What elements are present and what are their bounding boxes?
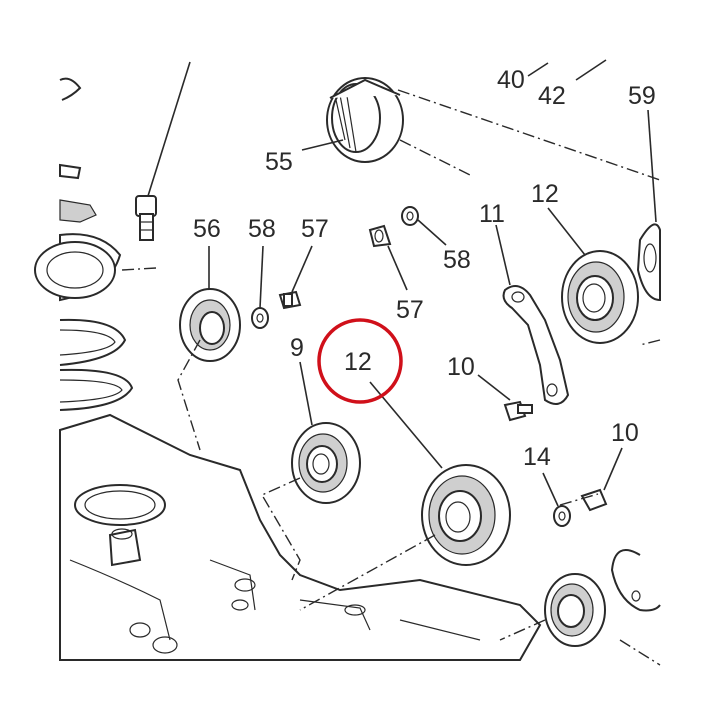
ball-bearing-12-highlighted [421, 464, 511, 566]
callout-56[interactable]: 56 [193, 215, 221, 243]
callout-40[interactable]: 40 [497, 66, 525, 94]
bracket-11 [502, 285, 570, 405]
callout-58-left[interactable]: 58 [248, 215, 276, 243]
callout-12-upper[interactable]: 12 [531, 180, 559, 208]
screw-10-right [580, 488, 608, 512]
shaft-seal-56 [179, 288, 241, 362]
callout-14[interactable]: 14 [523, 443, 551, 471]
ball-bearing-lower-right [544, 573, 606, 647]
callout-11[interactable]: 11 [479, 200, 505, 228]
callout-58-right[interactable]: 58 [443, 246, 471, 274]
callout-57-left[interactable]: 57 [301, 215, 329, 243]
circlip [610, 549, 661, 612]
screw-10-left [503, 400, 533, 422]
callout-55[interactable]: 55 [265, 148, 293, 176]
leader-lines [147, 59, 657, 507]
gear-housing [59, 413, 542, 661]
ball-bearing-12-upper [561, 250, 639, 344]
left-edge-parts [34, 77, 134, 411]
cap-screw [135, 195, 157, 241]
callout-57-right[interactable]: 57 [396, 296, 424, 324]
callout-59[interactable]: 59 [628, 82, 656, 110]
callout-labels: 40 42 59 55 12 11 56 58 57 58 57 9 12 10… [193, 66, 656, 471]
washer-14 [553, 505, 571, 527]
callout-9[interactable]: 9 [290, 334, 304, 362]
part-59 [636, 223, 661, 302]
callout-42[interactable]: 42 [538, 82, 566, 110]
washer-screw-right [368, 206, 419, 248]
needle-bearing-55 [326, 77, 404, 163]
highlight-circle [317, 318, 403, 404]
ball-bearing-9 [291, 422, 361, 504]
callout-10-right[interactable]: 10 [611, 419, 639, 447]
assembly-axis-lines [121, 89, 661, 666]
callout-12-highlighted[interactable]: 12 [344, 348, 372, 376]
washer-screw-left [251, 290, 302, 329]
callout-10-left[interactable]: 10 [447, 353, 475, 381]
